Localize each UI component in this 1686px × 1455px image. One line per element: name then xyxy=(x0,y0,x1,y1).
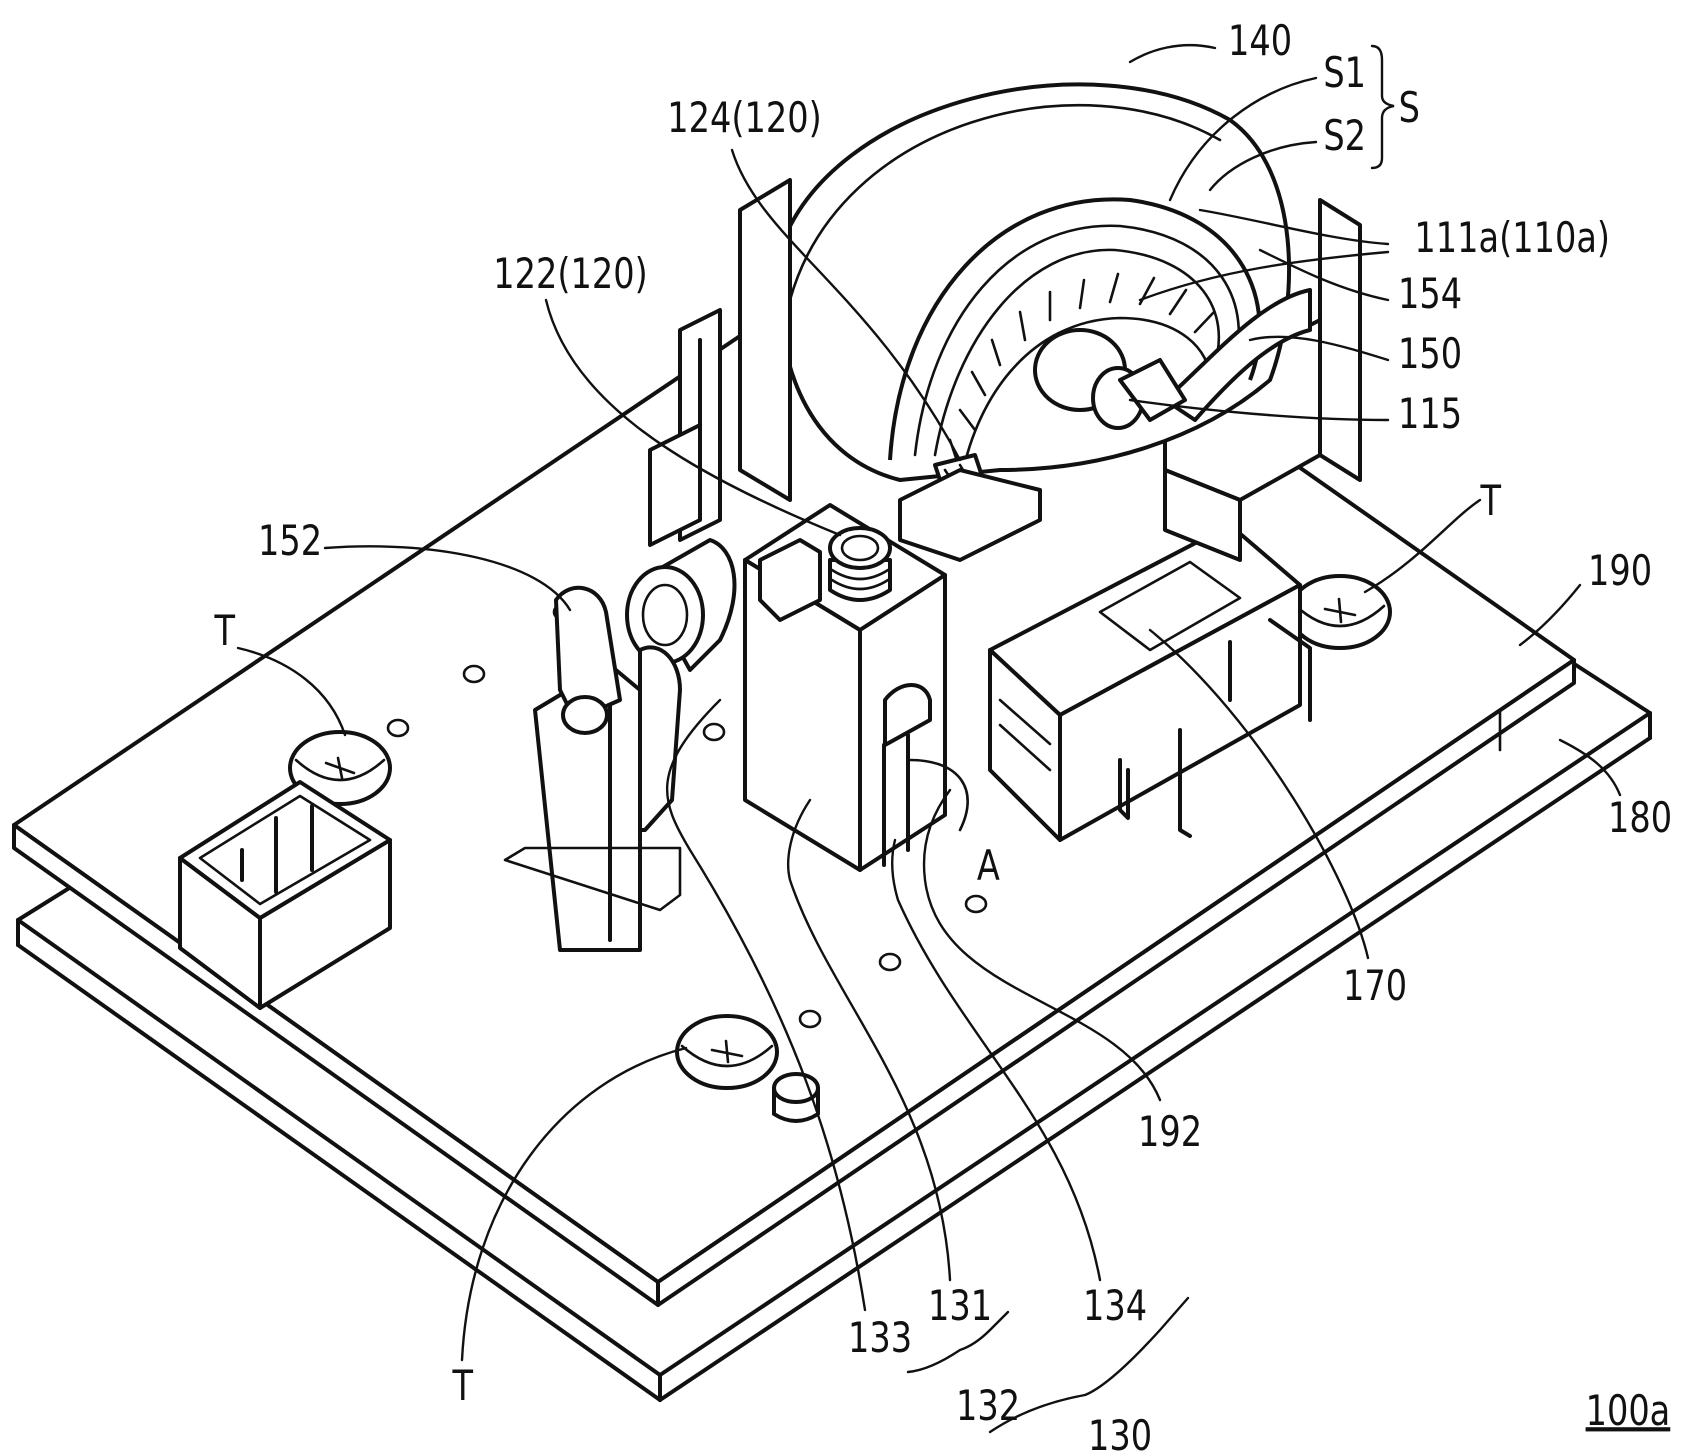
label-133: 133 xyxy=(848,1313,912,1362)
label-S2: S2 xyxy=(1323,111,1366,160)
wheel-frame-left xyxy=(648,178,792,547)
label-150: 150 xyxy=(1398,329,1462,378)
detent-teeth xyxy=(898,453,1042,562)
label-132: 132 xyxy=(956,1381,1020,1430)
label-T-front: T xyxy=(452,1361,474,1410)
label-115: 115 xyxy=(1398,389,1462,438)
label-T-right: T xyxy=(1480,476,1502,525)
encoder-block xyxy=(743,503,969,872)
roller-tube xyxy=(625,538,737,672)
pin-connector xyxy=(178,780,392,1010)
figure-reference-number: 100a xyxy=(1586,1386,1671,1435)
screw-right xyxy=(1288,574,1392,650)
screw-front xyxy=(675,1014,779,1090)
label-130: 130 xyxy=(1088,1411,1152,1455)
spring-post xyxy=(758,526,892,622)
label-192: 192 xyxy=(1138,1107,1202,1156)
label-180: 180 xyxy=(1608,793,1672,842)
label-S: S xyxy=(1399,83,1420,132)
label-190: 190 xyxy=(1588,546,1652,595)
label-131: 131 xyxy=(928,1281,992,1330)
label-A: A xyxy=(977,841,1000,890)
label-S1: S1 xyxy=(1323,48,1366,97)
label-170: 170 xyxy=(1343,961,1407,1010)
switch-170 xyxy=(988,523,1312,842)
lever-152 xyxy=(503,585,682,952)
label-152: 152 xyxy=(258,516,322,565)
label-122: 122(120) xyxy=(493,249,647,298)
label-134: 134 xyxy=(1083,1281,1147,1330)
annotations: 140 S1 S2 S 124(120) 122(120) 111a(110a)… xyxy=(214,16,1672,1455)
label-140: 140 xyxy=(1228,16,1292,65)
label-111a: 111a(110a) xyxy=(1414,213,1610,262)
label-154: 154 xyxy=(1398,269,1462,318)
label-124: 124(120) xyxy=(667,93,821,142)
label-T-left: T xyxy=(214,606,236,655)
screw-left xyxy=(288,730,392,806)
